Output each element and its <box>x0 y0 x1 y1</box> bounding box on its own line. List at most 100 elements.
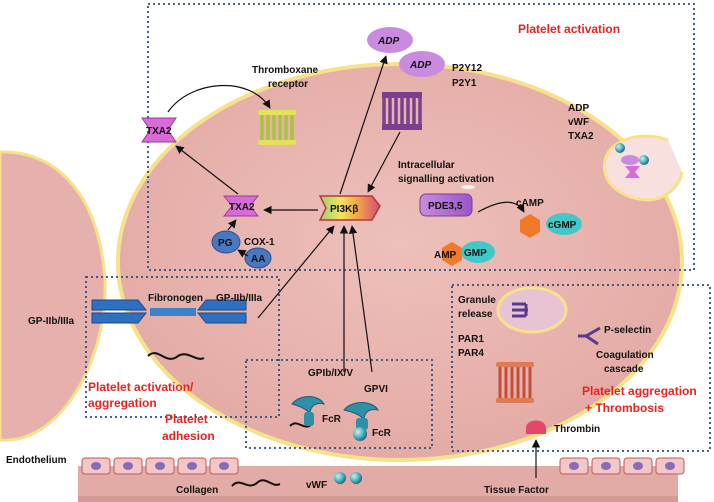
pde-node: PDE3,5 <box>419 193 473 217</box>
tissue-factor-label: Tissue Factor <box>484 485 549 496</box>
region-title-activation-aggregation-1: Platelet activation/ <box>88 380 194 394</box>
svg-text:TXA2: TXA2 <box>229 202 255 213</box>
subendothelium-floor <box>78 496 678 502</box>
arrow-txa2-in-to-out <box>175 145 239 195</box>
collagen-fiber <box>147 352 205 360</box>
txa2-molecule-outside: TXA2 <box>141 117 177 143</box>
secretory-granule <box>496 286 568 334</box>
par1-label: PAR1 <box>458 334 484 345</box>
coag-label-2: cascade <box>604 364 644 375</box>
aggregation-region-box <box>85 276 280 418</box>
adp-molecule: ADP <box>399 51 445 77</box>
svg-text:AA: AA <box>251 254 265 265</box>
svg-text:AMP: AMP <box>434 250 457 261</box>
svg-text:ADP: ADP <box>409 60 431 71</box>
vwf-ball <box>615 143 625 153</box>
vwf-ball <box>639 155 649 165</box>
gmp-molecule: GMP <box>461 241 495 263</box>
svg-text:TXA2: TXA2 <box>146 126 172 137</box>
arrow-p2y-to-pi3k <box>367 131 401 193</box>
fcr-receptor-right <box>343 402 380 441</box>
endothelial-cells-left <box>81 457 239 475</box>
region-title-activation-aggregation-2: aggregation <box>88 396 157 410</box>
vwf-ball <box>334 472 346 484</box>
aa-molecule: AA <box>244 247 272 269</box>
endothelium-label: Endothelium <box>6 455 67 466</box>
thrombin-label: Thrombin <box>554 424 600 435</box>
thromboxane-label-2: receptor <box>268 79 308 90</box>
highlight-glint <box>461 185 475 189</box>
p2y12-label: P2Y12 <box>452 63 482 74</box>
granule-release-label-1: Granule <box>458 295 496 306</box>
thromboxane-label-1: Thromboxane <box>252 65 319 76</box>
svg-text:PI3Kβ: PI3Kβ <box>330 204 358 215</box>
region-title-adhesion-2: adhesion <box>162 429 215 443</box>
granule-txa2-label: TXA2 <box>568 131 594 142</box>
vwf-ball <box>350 472 362 484</box>
region-title-thrombosis-1: Platelet aggregation <box>582 384 697 398</box>
p2y-receptor <box>382 92 422 130</box>
pi3k-node: PI3Kβ <box>318 195 381 221</box>
region-title-thrombosis-2: + Thrombosis <box>585 401 664 415</box>
intracellular-label-2: signalling activation <box>398 174 494 185</box>
region-title-activation: Platelet activation <box>518 22 620 36</box>
fcr-receptor-left <box>291 396 326 426</box>
gpvi-label: GPVI <box>364 384 388 395</box>
thromboxane-receptor <box>258 110 296 145</box>
integrin-right <box>196 299 247 324</box>
fcr-label-1: FcR <box>322 414 342 425</box>
region-title-adhesion-1: Platelet <box>165 412 208 426</box>
par4-label: PAR4 <box>458 348 484 359</box>
thrombin-molecule <box>526 420 546 434</box>
adp-granule-blob <box>621 155 639 165</box>
arrow-txa2-to-receptor <box>167 85 271 113</box>
par-receptor <box>496 362 534 403</box>
arrow-pi3k-to-adp <box>339 55 388 195</box>
txa2-granule-star <box>625 166 640 178</box>
gpib-label: GPIb/IX/V <box>308 368 353 379</box>
arrow-integrin-to-pi3k <box>257 225 335 319</box>
fcr-label-2: FcR <box>372 428 392 439</box>
svg-text:PDE3,5: PDE3,5 <box>428 201 463 212</box>
p-selectin-surface <box>578 326 601 346</box>
cox1-label: COX-1 <box>244 237 275 248</box>
camp-molecule: cAMP <box>516 198 544 238</box>
pg-molecule: PG <box>211 230 241 254</box>
amp-molecule: AMP <box>434 242 462 266</box>
intracellular-label-1: Intracellular <box>398 160 455 171</box>
granule-adp-label: ADP <box>568 103 589 114</box>
arrow-pde-to-camp <box>477 201 525 213</box>
fibronogen-label: Fibronogen <box>148 293 203 304</box>
arrow-aa-to-pg <box>237 249 249 258</box>
p-selectin-in-granule <box>512 302 528 318</box>
neighbour-platelet <box>0 150 107 442</box>
fibronogen-bar <box>150 308 196 316</box>
svg-text:ADP: ADP <box>377 36 399 47</box>
granule-release-label-2: release <box>458 309 493 320</box>
thrombosis-region-box <box>451 284 711 452</box>
svg-text:cGMP: cGMP <box>548 220 577 231</box>
svg-text:PG: PG <box>218 238 233 249</box>
gp-iib-right-label: GP-IIb/IIIa <box>216 293 263 304</box>
adp-molecule: ADP <box>367 27 413 53</box>
granule-vwf-label: vWF <box>568 117 589 128</box>
collagen-label: Collagen <box>176 485 218 496</box>
endothelial-cells-right <box>559 457 685 475</box>
adhesion-region-box <box>245 359 433 449</box>
coag-label-1: Coagulation <box>596 350 654 361</box>
svg-text:cAMP: cAMP <box>516 198 544 209</box>
cgmp-molecule: cGMP <box>546 213 582 235</box>
p-selectin-label: P-selectin <box>604 325 651 336</box>
gp-iib-left-label: GP-IIb/IIIa <box>28 316 75 327</box>
granule-pocket <box>602 134 684 202</box>
p2y1-label: P2Y1 <box>452 78 477 89</box>
vwf-bottom-label: vWF <box>306 480 327 491</box>
integrin-left <box>91 299 148 324</box>
svg-text:GMP: GMP <box>464 248 487 259</box>
arrow-gpvi-to-pi3k <box>348 225 373 373</box>
arrow-pg-to-txa2 <box>227 219 237 231</box>
collagen-fiber <box>231 479 281 487</box>
txa2-molecule-inside: TXA2 <box>222 195 260 217</box>
